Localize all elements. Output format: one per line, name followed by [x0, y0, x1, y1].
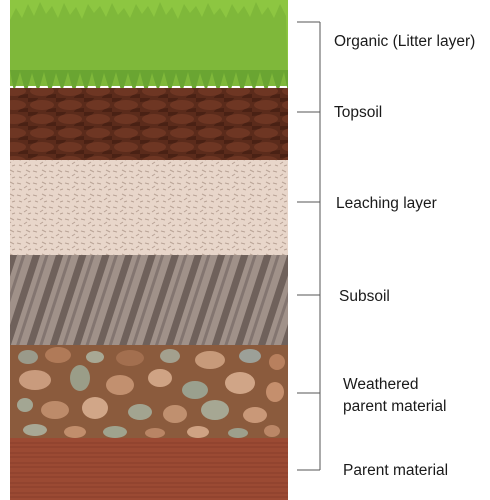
- label-topsoil: Topsoil: [334, 104, 382, 121]
- leaching-layer: [10, 160, 288, 257]
- soil-column: [10, 0, 288, 500]
- pebbles: [17, 347, 285, 438]
- subsoil-layer: [10, 255, 288, 347]
- layer-labels: Organic (Litter layer) Topsoil Leaching …: [334, 33, 475, 479]
- topsoil-layer: [10, 88, 288, 163]
- weathered-layer: [10, 345, 288, 440]
- label-weathered: Weathered: [343, 376, 419, 393]
- organic-layer: [10, 0, 288, 95]
- label-organic: Organic (Litter layer): [334, 33, 475, 50]
- label-subsoil: Subsoil: [339, 288, 390, 305]
- parent-material-layer: [10, 438, 288, 500]
- layer-bracket: [297, 21, 321, 471]
- label-leaching: Leaching layer: [336, 195, 437, 212]
- label-parent-material: Parent material: [343, 462, 448, 479]
- label-weathered-line2: parent material: [343, 398, 446, 415]
